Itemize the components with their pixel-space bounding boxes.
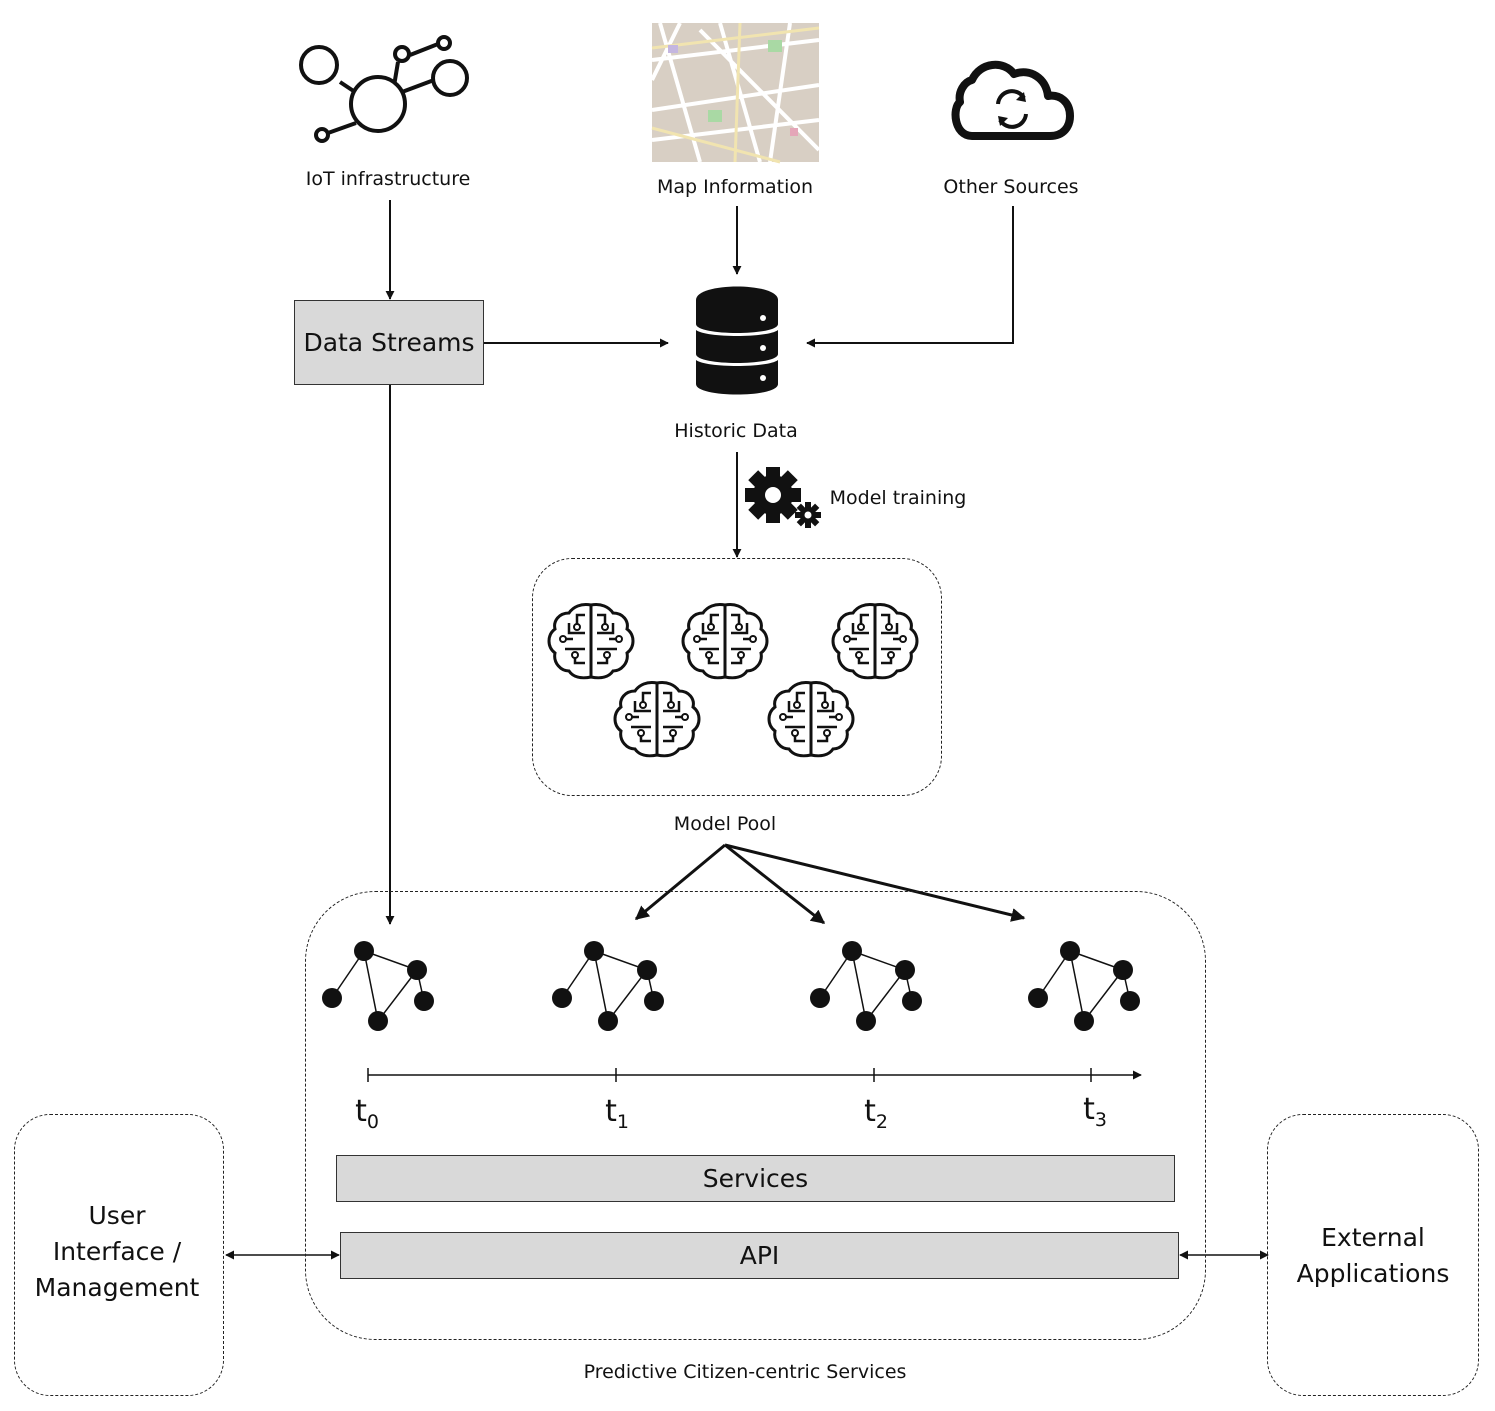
external-apps-label: External Applications (1296, 1223, 1450, 1288)
other-to-db-arrow (806, 206, 1014, 348)
model-pool-label: Model Pool (673, 813, 777, 835)
user-interface-label: User Interface / Management (34, 1201, 200, 1302)
map-label: Map Information (656, 176, 814, 198)
model-pool-container (532, 558, 942, 796)
pool-to-t1-arrow (634, 843, 726, 921)
user-interface-container (14, 1114, 224, 1396)
model-training-label: Model training (829, 487, 967, 509)
gears-icon (745, 467, 821, 528)
historic-data-label: Historic Data (674, 420, 798, 442)
map-thumbnail-icon (650, 22, 821, 164)
timeline-label-t1: t1 (605, 1094, 629, 1133)
database-icon (696, 286, 778, 395)
connectors (225, 200, 1269, 1260)
predictive-services-container (305, 891, 1206, 1340)
external-apps-container (1267, 1114, 1479, 1396)
api-bar: API (340, 1232, 1179, 1279)
services-bar: Services (336, 1155, 1175, 1202)
iot-network-icon (299, 35, 469, 143)
cloud-sync-icon (951, 61, 1074, 140)
pool-to-t2-arrow (724, 843, 826, 925)
other-sources-label: Other Sources (943, 176, 1079, 198)
api-label: API (739, 1241, 780, 1270)
timeline-label-t3: t3 (1083, 1092, 1107, 1131)
timeline-label-t0: t0 (355, 1094, 379, 1133)
services-label: Services (702, 1164, 809, 1193)
data-streams-box: Data Streams (294, 300, 484, 385)
pool-to-t3-arrow (724, 843, 1026, 922)
predictive-services-label: Predictive Citizen-centric Services (583, 1361, 907, 1383)
iot-label: IoT infrastructure (305, 168, 471, 190)
data-streams-label: Data Streams (303, 328, 475, 357)
timeline-label-t2: t2 (864, 1094, 888, 1133)
